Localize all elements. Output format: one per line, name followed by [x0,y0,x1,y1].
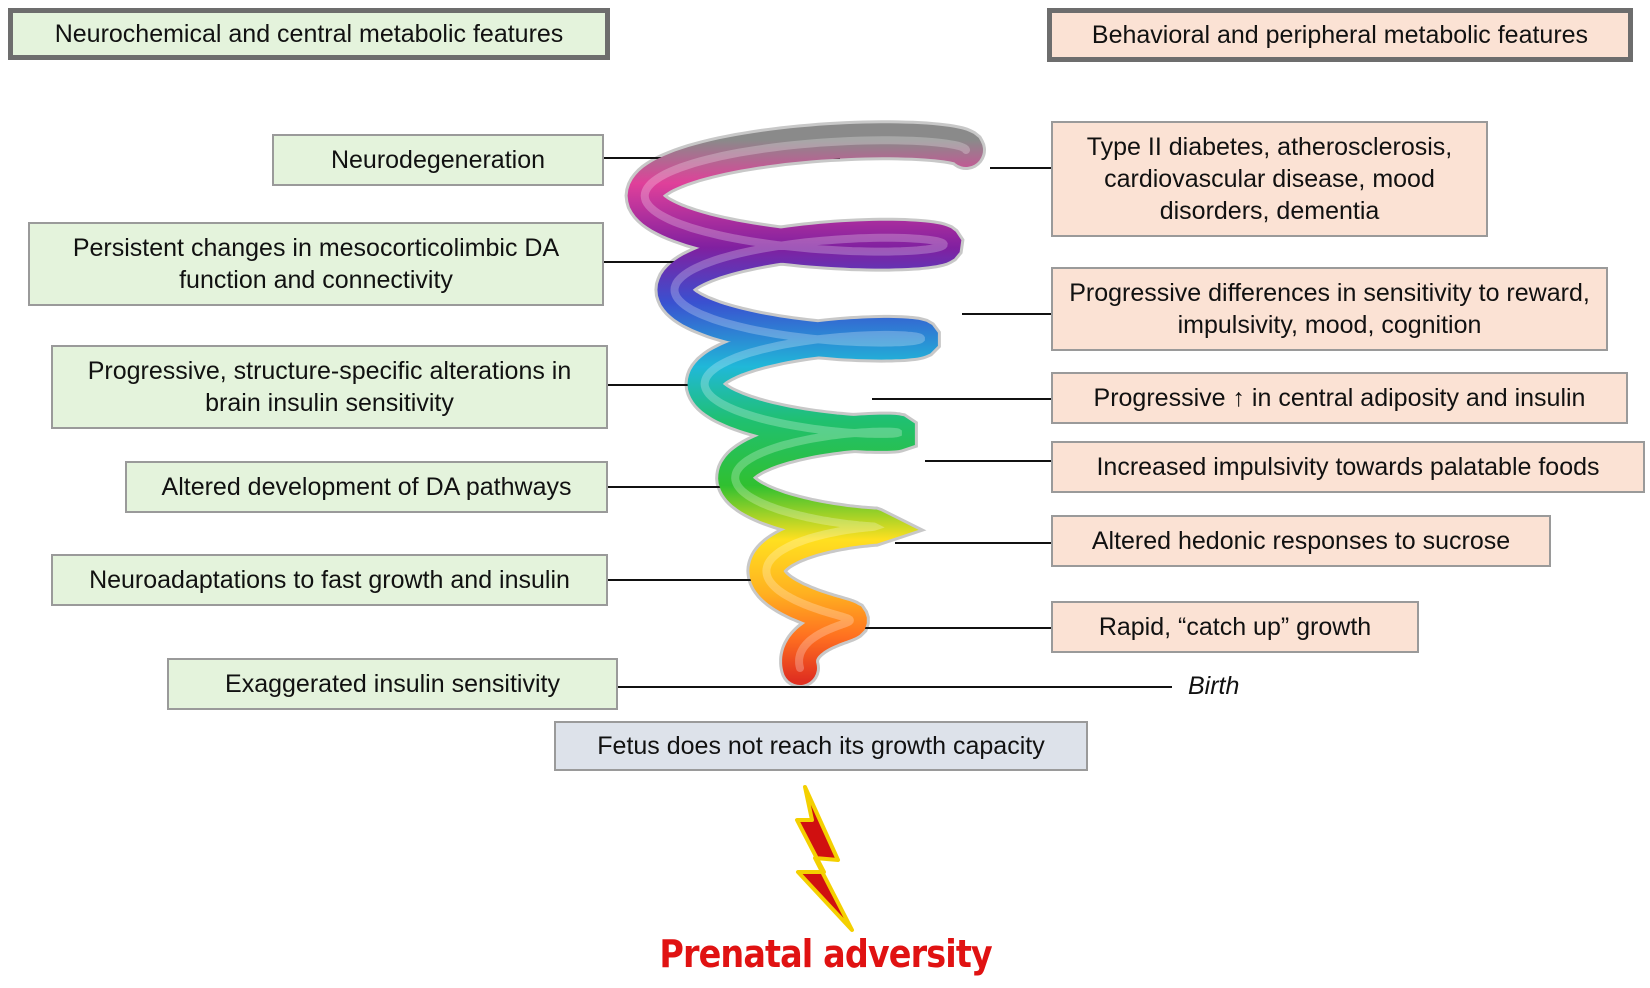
right-box-text: Rapid, “catch up” growth [1098,613,1372,641]
left-box-mesocorticolimbic: Persistent changes in mesocorticolimbic … [28,222,604,306]
spiral-highlight [640,136,970,672]
fetus-box: Fetus does not reach its growth capacity [554,721,1088,771]
right-box-type-ii-diabetes: Type II diabetes, atherosclerosis, cardi… [1051,121,1488,237]
right-header: Behavioral and peripheral metabolic feat… [1047,8,1633,62]
right-box-catch-up: Rapid, “catch up” growth [1051,601,1419,653]
left-header-text: Neurochemical and central metabolic feat… [54,20,564,48]
left-box-text: Altered development of DA pathways [161,473,572,501]
left-box-text: Persistent changes in mesocorticolimbic … [72,234,560,294]
right-box-hedonic: Altered hedonic responses to sucrose [1051,515,1551,567]
left-box-text: Progressive, structure-specific alterati… [87,357,572,417]
right-box-palatable-foods: Increased impulsivity towards palatable … [1051,441,1645,493]
right-box-text: Altered hedonic responses to sucrose [1091,527,1511,555]
left-box-brain-insulin: Progressive, structure-specific alterati… [51,345,608,429]
right-header-text: Behavioral and peripheral metabolic feat… [1091,21,1589,49]
left-box-neurodegeneration: Neurodegeneration [272,134,604,186]
right-box-text: Increased impulsivity towards palatable … [1096,453,1600,481]
left-header: Neurochemical and central metabolic feat… [8,8,610,60]
fetus-box-text: Fetus does not reach its growth capacity [597,732,1045,760]
left-box-exaggerated-insulin: Exaggerated insulin sensitivity [167,658,618,710]
left-box-neuroadaptations: Neuroadaptations to fast growth and insu… [51,554,608,606]
spiral-ribbon [627,123,983,685]
lightning-bolt-icon [795,785,854,932]
left-box-text: Neurodegeneration [330,146,546,174]
right-box-reward-sensitivity: Progressive differences in sensitivity t… [1051,267,1608,351]
left-box-text: Exaggerated insulin sensitivity [225,670,560,698]
left-box-da-pathways: Altered development of DA pathways [125,461,608,513]
right-box-text: Progressive ↑ in central adiposity and i… [1093,384,1586,412]
right-box-text: Type II diabetes, atherosclerosis, cardi… [1086,133,1453,225]
left-box-text: Neuroadaptations to fast growth and insu… [89,566,570,594]
right-box-text: Progressive differences in sensitivity t… [1069,279,1590,339]
birth-label: Birth [1188,672,1240,700]
prenatal-adversity-label: Prenatal adversity [659,932,992,976]
right-box-adiposity: Progressive ↑ in central adiposity and i… [1051,372,1628,424]
